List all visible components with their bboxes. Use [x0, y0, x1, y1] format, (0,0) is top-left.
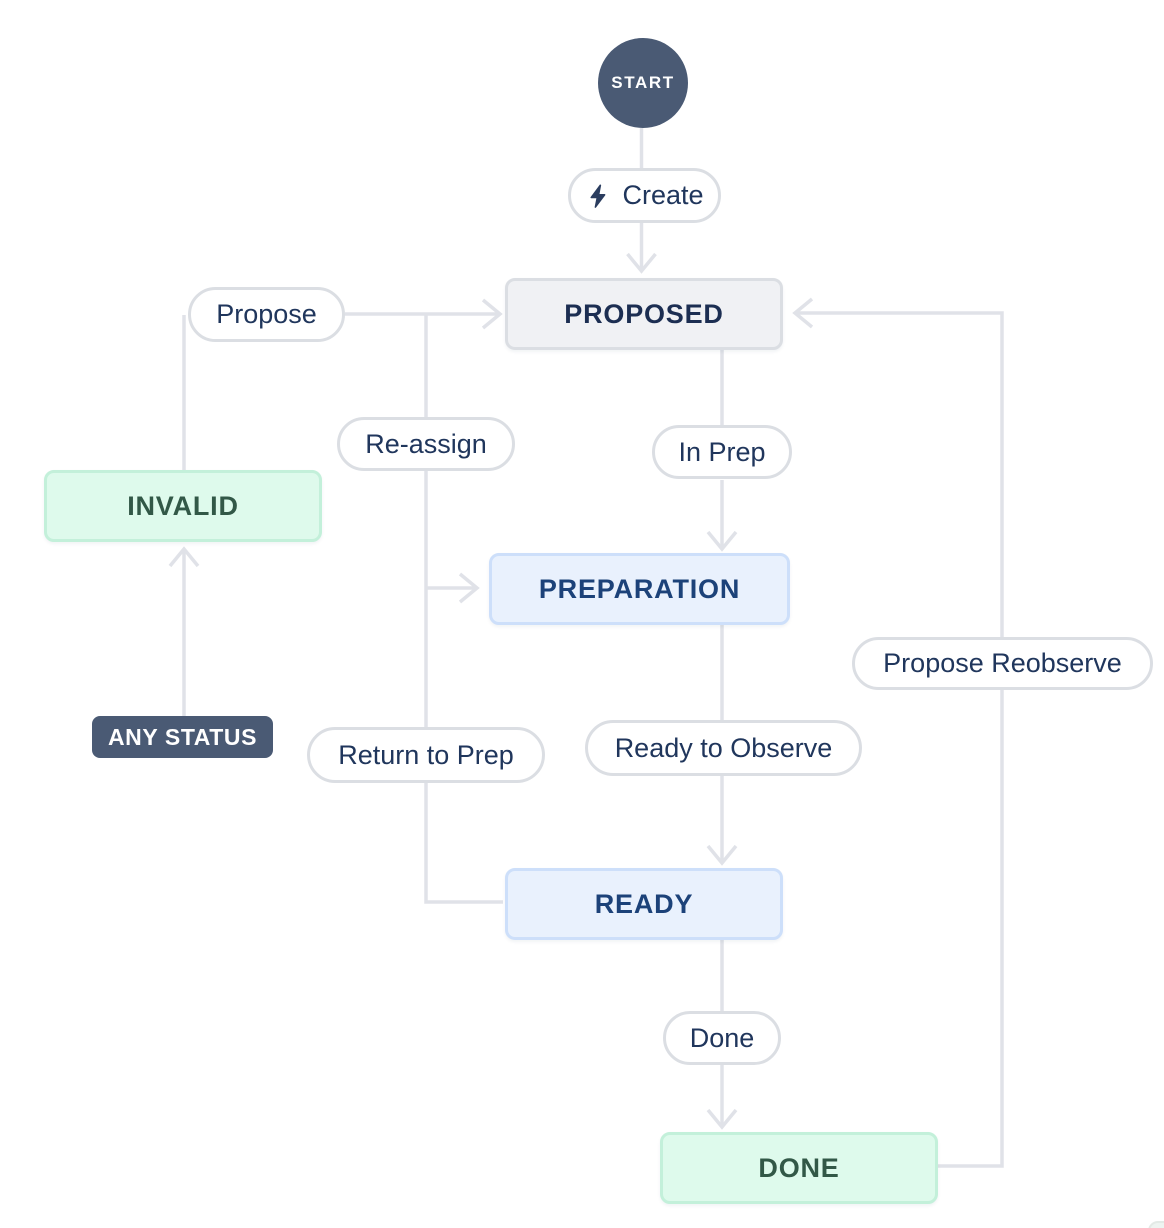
bottom-right-peek-element [1148, 1221, 1164, 1228]
transition-ready-to-observe[interactable]: Ready to Observe [585, 720, 862, 776]
start-label: START [611, 73, 675, 92]
status-proposed-label: PROPOSED [564, 298, 724, 329]
status-invalid-label: INVALID [127, 490, 239, 521]
arrowhead-into-preparation-left [458, 572, 480, 604]
transition-propose-reobserve-label: Propose Reobserve [883, 648, 1122, 678]
transition-return-to-prep-label: Return to Prep [338, 739, 514, 770]
transition-in-prep-label: In Prep [678, 436, 766, 467]
status-invalid[interactable]: INVALID [44, 470, 322, 542]
any-status-label: ANY STATUS [107, 723, 258, 750]
status-done-label: DONE [758, 1152, 840, 1183]
status-ready-label: READY [594, 888, 694, 919]
transition-return-to-prep[interactable]: Return to Prep [307, 727, 545, 783]
arrowhead-into-invalid-bottom [168, 546, 200, 568]
status-done[interactable]: DONE [660, 1132, 938, 1204]
transition-create-label: Create [622, 180, 704, 210]
start-node[interactable]: START [598, 38, 688, 128]
arrowhead-into-proposed-top [626, 252, 657, 274]
edge-done-to-proposed-reobserve [797, 311, 1004, 1168]
arrowhead-into-done-top [706, 1108, 738, 1130]
arrowhead-into-proposed-left [481, 298, 503, 330]
transition-done[interactable]: Done [663, 1011, 781, 1065]
arrowhead-into-preparation-top [706, 530, 738, 552]
transition-reassign[interactable]: Re-assign [337, 417, 515, 471]
transition-done-label: Done [689, 1022, 755, 1053]
status-preparation[interactable]: PREPARATION [489, 553, 790, 625]
status-proposed[interactable]: PROPOSED [505, 278, 783, 350]
transition-propose-label: Propose [216, 299, 317, 329]
transition-in-prep[interactable]: In Prep [652, 425, 792, 479]
any-status-node[interactable]: ANY STATUS [92, 716, 273, 758]
transition-propose-reobserve[interactable]: Propose Reobserve [852, 637, 1153, 690]
arrowhead-into-ready-top [706, 844, 738, 866]
edge-ready-trunk [424, 314, 503, 904]
transition-ready-to-observe-label: Ready to Observe [614, 732, 833, 763]
arrowhead-into-proposed-right [792, 297, 814, 329]
transition-create[interactable]: Create [568, 168, 721, 223]
transition-reassign-label: Re-assign [365, 428, 487, 459]
transition-propose[interactable]: Propose [188, 287, 345, 342]
status-preparation-label: PREPARATION [538, 573, 741, 604]
status-ready[interactable]: READY [505, 868, 783, 940]
lightning-icon [585, 183, 611, 209]
